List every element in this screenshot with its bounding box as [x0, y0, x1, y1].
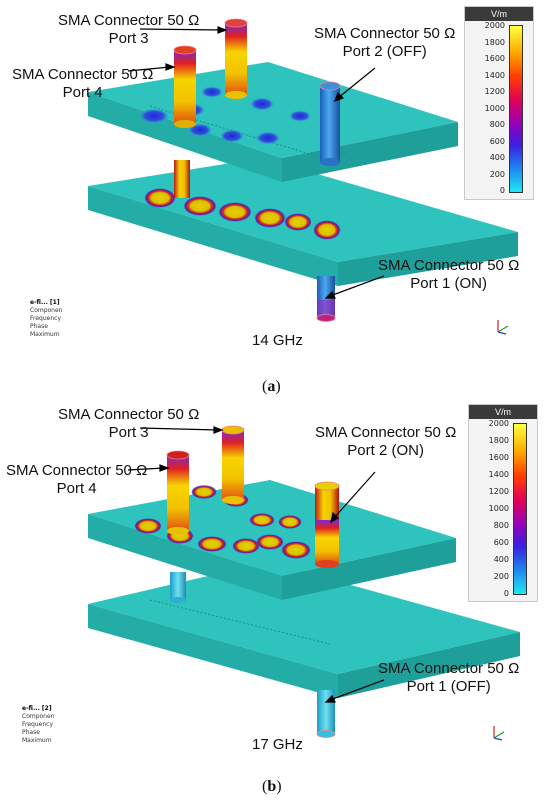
- port4-connector: [173, 45, 197, 128]
- port2-connector: [314, 481, 340, 568]
- frequency-label-a: 14 GHz: [252, 332, 303, 349]
- colorbar-legend-a: V/m 2000 1800 1600 1400 1200 1000 800 60…: [464, 6, 534, 200]
- colorbar-tick: 1800: [488, 436, 509, 445]
- colorbar-tick: 200: [493, 572, 509, 581]
- port1-label: SMA Connector 50 Ω Port 1 (OFF): [378, 660, 519, 696]
- port1-label: SMA Connector 50 Ω Port 1 (ON): [378, 257, 519, 293]
- colorbar-tick: 0: [503, 589, 509, 598]
- field-info-line: Maximum: [22, 737, 52, 744]
- colorbar-scale: [513, 423, 527, 595]
- port4-label: SMA Connector 50 Ω Port 4: [6, 462, 147, 498]
- port1-label-title: SMA Connector 50 Ω: [378, 660, 520, 677]
- port3-label-port: Port 3: [108, 424, 149, 441]
- port3-connector: [224, 18, 248, 99]
- caption-letter: a: [267, 378, 276, 395]
- colorbar-tick: 1200: [488, 487, 509, 496]
- field-info-line: Frequency: [22, 721, 53, 728]
- port3-connector: [221, 425, 245, 504]
- port4-lower-stub: [170, 572, 186, 603]
- colorbar-tick: 2000: [484, 21, 505, 30]
- field-info-line: Componen: [30, 307, 63, 314]
- port3-label-port: Port 3: [108, 30, 149, 47]
- field-info-title: e-fi... [1]: [30, 299, 60, 306]
- field-info-line: Maximum: [30, 331, 60, 338]
- port4-label-port: Port 4: [56, 480, 97, 497]
- port2-label-title: SMA Connector 50 Ω: [315, 424, 457, 441]
- port4-label-title: SMA Connector 50 Ω: [12, 66, 154, 83]
- port4-label-port: Port 4: [62, 84, 103, 101]
- colorbar-tick: 800: [493, 521, 509, 530]
- colorbar-tick: 1400: [488, 470, 509, 479]
- lower-board: [88, 562, 520, 698]
- port4-label: SMA Connector 50 Ω Port 4: [12, 66, 153, 102]
- caption-a: (a): [262, 378, 281, 395]
- leader-lines-a: [127, 26, 385, 299]
- port4-label-title: SMA Connector 50 Ω: [6, 462, 148, 479]
- axis-triad-icon: [493, 726, 505, 741]
- port3-label-title: SMA Connector 50 Ω: [58, 406, 200, 423]
- port1-label-port: Port 1 (OFF): [406, 678, 491, 695]
- field-info-line: Frequency: [30, 315, 61, 322]
- colorbar-tick: 800: [489, 120, 505, 129]
- port3-label: SMA Connector 50 Ω Port 3: [58, 12, 199, 48]
- colorbar-tick: 2000: [488, 419, 509, 428]
- colorbar-tick: 1200: [484, 87, 505, 96]
- colorbar-tick: 1000: [488, 504, 509, 513]
- upper-board: [88, 480, 456, 600]
- caption-letter: b: [267, 778, 277, 795]
- colorbar-unit: V/m: [465, 7, 533, 21]
- colorbar-tick: 600: [489, 137, 505, 146]
- colorbar-tick: 1400: [484, 71, 505, 80]
- colorbar-tick: 1800: [484, 38, 505, 47]
- lower-board: [88, 158, 518, 286]
- port4-connector: [166, 450, 190, 535]
- field-info-title: e-fi... [2]: [22, 705, 52, 712]
- panel-a-drawing: [88, 18, 518, 322]
- port2-connector: [319, 81, 341, 166]
- port1-connector: [316, 276, 336, 322]
- port2-label: SMA Connector 50 Ω Port 2 (OFF): [314, 25, 455, 61]
- colorbar-legend-b: V/m 2000 1800 1600 1400 1200 1000 800 60…: [468, 404, 538, 602]
- field-info-a: e-fi... [1] Componen Frequency Phase Max…: [30, 299, 62, 339]
- port2-label-title: SMA Connector 50 Ω: [314, 25, 456, 42]
- port2-label: SMA Connector 50 Ω Port 2 (ON): [315, 424, 456, 460]
- panel-a: SMA Connector 50 Ω Port 3 SMA Connector …: [0, 0, 550, 400]
- colorbar-tick: 1600: [488, 453, 509, 462]
- colorbar-unit: V/m: [469, 405, 537, 419]
- colorbar-tick: 400: [493, 555, 509, 564]
- frequency-label-b: 17 GHz: [252, 736, 303, 753]
- field-info-line: Phase: [30, 323, 48, 330]
- field-info-line: Componen: [22, 713, 55, 720]
- colorbar-tick: 0: [499, 186, 505, 195]
- colorbar-tick: 1600: [484, 54, 505, 63]
- port3-label: SMA Connector 50 Ω Port 3: [58, 406, 199, 442]
- panel-b-drawing: [88, 425, 520, 738]
- leader-lines-b: [127, 426, 385, 703]
- port3-label-title: SMA Connector 50 Ω: [58, 12, 200, 29]
- colorbar-tick: 400: [489, 153, 505, 162]
- panel-b: SMA Connector 50 Ω Port 3 SMA Connector …: [0, 400, 550, 801]
- field-info-b: e-fi... [2] Componen Frequency Phase Max…: [22, 705, 54, 745]
- colorbar-tick: 200: [489, 170, 505, 179]
- colorbar-tick: 1000: [484, 104, 505, 113]
- port1-label-title: SMA Connector 50 Ω: [378, 257, 520, 274]
- port2-label-port: Port 2 (OFF): [342, 43, 427, 60]
- port4-lower-stub: [174, 160, 190, 198]
- port1-label-port: Port 1 (ON): [410, 275, 487, 292]
- field-info-line: Phase: [22, 729, 40, 736]
- axis-triad-icon: [497, 320, 509, 335]
- caption-b: (b): [262, 778, 282, 795]
- lower-board-field-spots: [144, 188, 341, 240]
- colorbar-scale: [509, 25, 523, 193]
- upper-board-field-spots: [138, 86, 312, 145]
- port2-label-port: Port 2 (ON): [347, 442, 424, 459]
- colorbar-tick: 600: [493, 538, 509, 547]
